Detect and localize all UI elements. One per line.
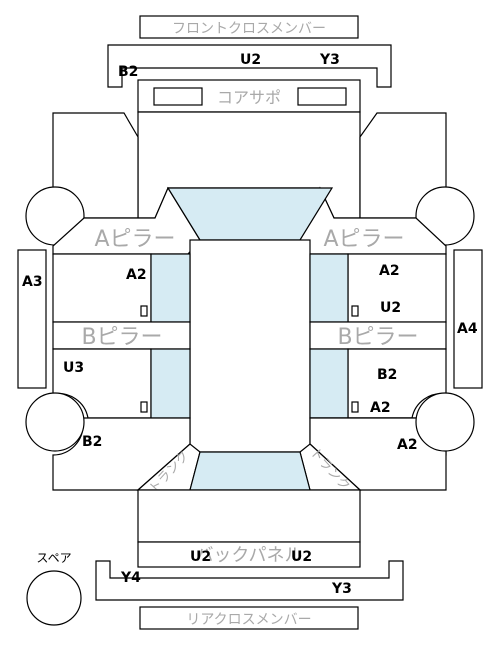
front-cross-member-panel[interactable] — [139, 15, 359, 39]
damage-code-sill-a3: A3 — [22, 274, 43, 290]
core-support-label: コアサポ — [217, 88, 281, 107]
back-panel-label: バックパネル — [195, 545, 302, 566]
roof-panel[interactable] — [189, 239, 311, 453]
damage-code-rear-fender-left-b2: B2 — [82, 434, 102, 450]
rear-wheel-left[interactable] — [25, 392, 85, 452]
damage-code-rear-door-right-b2: B2 — [377, 367, 397, 383]
rear-wheel-right[interactable] — [415, 392, 475, 452]
damage-code-rear-fender-right-a2: A2 — [397, 437, 418, 453]
front-door-handle-left[interactable] — [140, 305, 148, 317]
b-pillar-right[interactable] — [309, 321, 447, 350]
rear-member-bracket[interactable] — [95, 560, 404, 601]
front-cross-member-label: フロントクロスメンバー — [172, 21, 326, 37]
damage-code-rear-member-y4: Y4 — [120, 570, 141, 586]
side-sill-right[interactable] — [453, 249, 483, 389]
front-window-right[interactable] — [309, 253, 349, 323]
front-door-left[interactable] — [52, 253, 152, 323]
rear-window-right[interactable] — [309, 348, 349, 419]
b-pillar-right-label: Bピラー — [337, 325, 418, 350]
spare-label: スペア — [36, 551, 71, 565]
damage-code-front-door-right-a2: A2 — [379, 263, 400, 279]
rear-window[interactable] — [189, 451, 311, 491]
rear-door-handle-right[interactable] — [351, 401, 359, 413]
rear-window-left[interactable] — [150, 348, 191, 419]
back-panel[interactable] — [137, 541, 361, 568]
b-pillar-left-label: Bピラー — [81, 325, 162, 350]
damage-code-front-u2: U2 — [240, 52, 261, 68]
a-pillar-right-label: Aピラー — [323, 227, 404, 252]
front-window-left[interactable] — [150, 253, 191, 323]
b-pillar-left[interactable] — [52, 321, 191, 350]
headlight-left[interactable] — [153, 87, 203, 106]
spare-tire[interactable] — [26, 570, 82, 626]
damage-code-front-door-left-a2: A2 — [126, 267, 147, 283]
damage-code-rear-member-y3: Y3 — [331, 581, 352, 597]
damage-code-back-panel-u2-left: U2 — [190, 549, 211, 565]
side-sill-left[interactable] — [17, 249, 47, 389]
damage-code-front-y3: Y3 — [319, 52, 340, 68]
rear-cross-member-label: リアクロスメンバー — [186, 612, 311, 628]
rear-cross-member-panel[interactable] — [139, 606, 359, 630]
front-door-right[interactable] — [347, 253, 447, 323]
a-pillar-left-label: Aピラー — [94, 227, 175, 252]
damage-code-rear-door-right-a2: A2 — [370, 400, 391, 416]
front-member-bracket[interactable] — [107, 44, 392, 88]
damage-code-sill-a4: A4 — [457, 321, 478, 337]
damage-code-back-panel-u2-right: U2 — [291, 549, 312, 565]
damage-code-front-b2: B2 — [118, 64, 138, 80]
headlight-right[interactable] — [297, 87, 347, 106]
damage-code-rear-door-left-u3: U3 — [63, 360, 84, 376]
damage-code-front-door-right-u2: U2 — [380, 300, 401, 316]
rear-door-handle-left[interactable] — [140, 401, 148, 413]
trunk-lid[interactable] — [137, 489, 361, 543]
front-door-handle-right[interactable] — [351, 305, 359, 317]
